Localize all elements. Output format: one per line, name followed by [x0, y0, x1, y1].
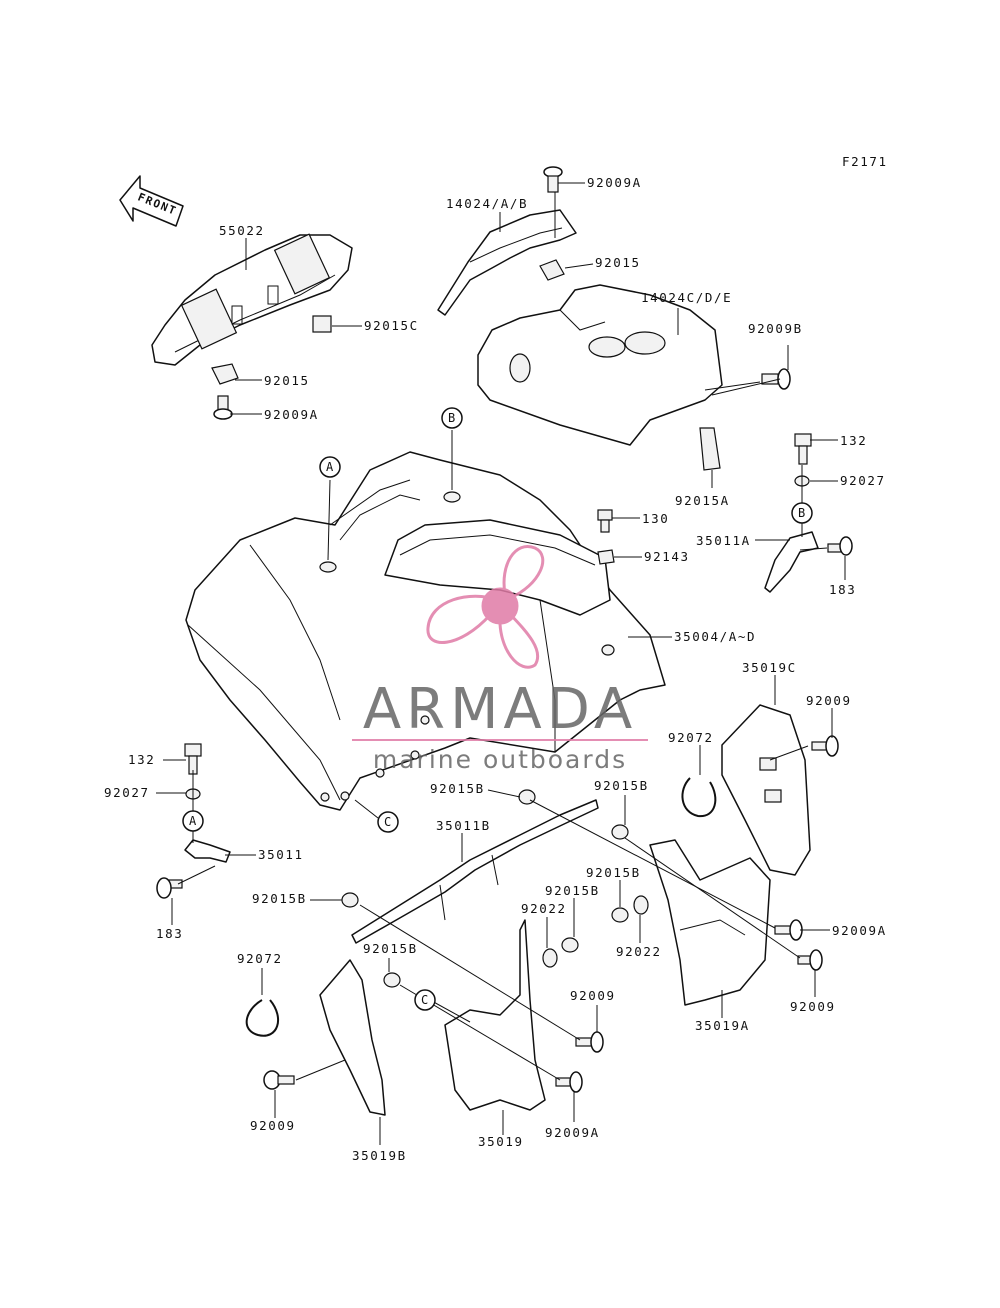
label-55022: 55022	[219, 223, 265, 238]
label-92009a-left: 92009A	[264, 407, 319, 422]
bolt-183-left	[156, 877, 183, 899]
label-35011b: 35011B	[436, 818, 491, 833]
svg-text:C: C	[384, 815, 391, 829]
label-92022-2: 92022	[616, 944, 662, 959]
svg-text:B: B	[448, 411, 455, 425]
bolt-92009-lower-right	[797, 949, 823, 971]
bolt-92009a-lower-mid	[555, 1071, 583, 1093]
bracket-35011	[184, 839, 231, 863]
hood-14024c-part	[477, 284, 723, 446]
ref-marker-b-right: B	[791, 502, 813, 524]
bolt-92009a-lower-right	[774, 919, 803, 941]
bolt-92009a-top	[543, 166, 563, 193]
nut-92015b-2	[611, 824, 629, 840]
label-92009-upper-right: 92009	[806, 693, 852, 708]
bolt-92009-lower-left	[263, 1070, 295, 1090]
watermark-brand: ARMADA	[363, 677, 637, 742]
mudflap-35019b	[319, 959, 386, 1116]
label-35011: 35011	[258, 847, 304, 862]
label-92072-right: 92072	[668, 730, 714, 745]
label-35019a: 35019A	[695, 1018, 750, 1033]
label-92015a: 92015A	[675, 493, 730, 508]
label-92009-lower-mid: 92009	[570, 988, 616, 1003]
bolt-183-right	[827, 536, 853, 556]
bolt-92009a	[213, 395, 233, 420]
clamp-92072-right	[681, 777, 717, 818]
washer-92022-2	[633, 895, 649, 915]
svg-text:C: C	[421, 993, 428, 1007]
clip-92015c	[312, 315, 332, 333]
label-35019c: 35019C	[742, 660, 797, 675]
nut-92015b-4	[383, 972, 401, 988]
part-labels: 92009A 14024/A/B 92015 14024C/D/E 92009B…	[104, 175, 887, 1163]
label-92009a-lower-mid: 92009A	[545, 1125, 600, 1140]
clip-92015a	[699, 427, 721, 471]
propeller-logo-icon	[426, 545, 545, 669]
label-92015b-2: 92015B	[594, 778, 649, 793]
label-130: 130	[642, 511, 669, 526]
nut-92015b-5	[561, 937, 579, 953]
clamp-92072-left	[245, 999, 279, 1037]
bolt-130	[597, 509, 613, 533]
label-92015b-6: 92015B	[586, 865, 641, 880]
label-92015b-1: 92015B	[430, 781, 485, 796]
label-92027-right: 92027	[840, 473, 886, 488]
label-35011a: 35011A	[696, 533, 751, 548]
label-92009a-lower-right: 92009A	[832, 923, 887, 938]
label-14024c-d-e: 14024C/D/E	[641, 290, 732, 305]
label-14024-a-b: 14024/A/B	[446, 196, 528, 211]
nut-92015b-3	[341, 892, 359, 908]
label-35004: 35004/A~D	[674, 629, 756, 644]
washer-92022-1	[542, 948, 558, 968]
label-92015-top: 92015	[595, 255, 641, 270]
label-183-right: 183	[829, 582, 856, 597]
label-183-left: 183	[156, 926, 183, 941]
label-92009-lower-left: 92009	[250, 1118, 296, 1133]
label-92009-lower-right: 92009	[790, 999, 836, 1014]
label-92022-1: 92022	[521, 901, 567, 916]
svg-text:B: B	[798, 506, 805, 520]
label-35019: 35019	[478, 1134, 524, 1149]
label-132-right: 132	[840, 433, 867, 448]
nut-92015	[211, 363, 239, 385]
watermark-tagline: marine outboards	[373, 745, 627, 774]
ref-marker-c-lower: C	[414, 989, 436, 1011]
cover-14024-part	[437, 209, 577, 316]
mudflap-35019	[444, 919, 546, 1111]
bolt-92009-right	[811, 735, 839, 757]
watermark: ARMADA marine outboards	[352, 545, 648, 774]
label-92027-left: 92027	[104, 785, 150, 800]
ref-marker-a-top: A	[319, 456, 341, 478]
rear-body-part	[185, 451, 666, 811]
label-92015c: 92015C	[364, 318, 419, 333]
svg-text:A: A	[189, 814, 197, 828]
label-92015b-4: 92015B	[363, 941, 418, 956]
label-35019b: 35019B	[352, 1148, 407, 1163]
label-92072-left: 92072	[237, 951, 283, 966]
ref-marker-c-body: C	[377, 811, 399, 833]
ref-marker-b-top: B	[441, 407, 463, 429]
label-92009a-top: 92009A	[587, 175, 642, 190]
bolt-132-right	[794, 433, 812, 465]
grab-handle-part	[151, 233, 353, 366]
bolt-132-left	[184, 743, 202, 775]
label-92015b-5: 92015B	[545, 883, 600, 898]
front-arrow-icon: FRONT	[119, 175, 184, 227]
svg-text:A: A	[326, 460, 334, 474]
stay-35011b	[351, 799, 599, 944]
label-92009b: 92009B	[748, 321, 803, 336]
nut-92015-top	[539, 259, 565, 281]
label-92015-left: 92015	[264, 373, 310, 388]
nut-92015b-6	[611, 907, 629, 923]
figure-id: F2171	[842, 154, 888, 169]
ref-marker-a-left: A	[182, 810, 204, 832]
bolt-92009b	[761, 368, 791, 390]
label-92015b-3: 92015B	[252, 891, 307, 906]
bolt-92009-lower-mid	[575, 1031, 604, 1053]
label-92143: 92143	[644, 549, 690, 564]
label-132-left: 132	[128, 752, 155, 767]
bracket-35011a	[764, 531, 819, 593]
nut-92143	[597, 549, 615, 565]
